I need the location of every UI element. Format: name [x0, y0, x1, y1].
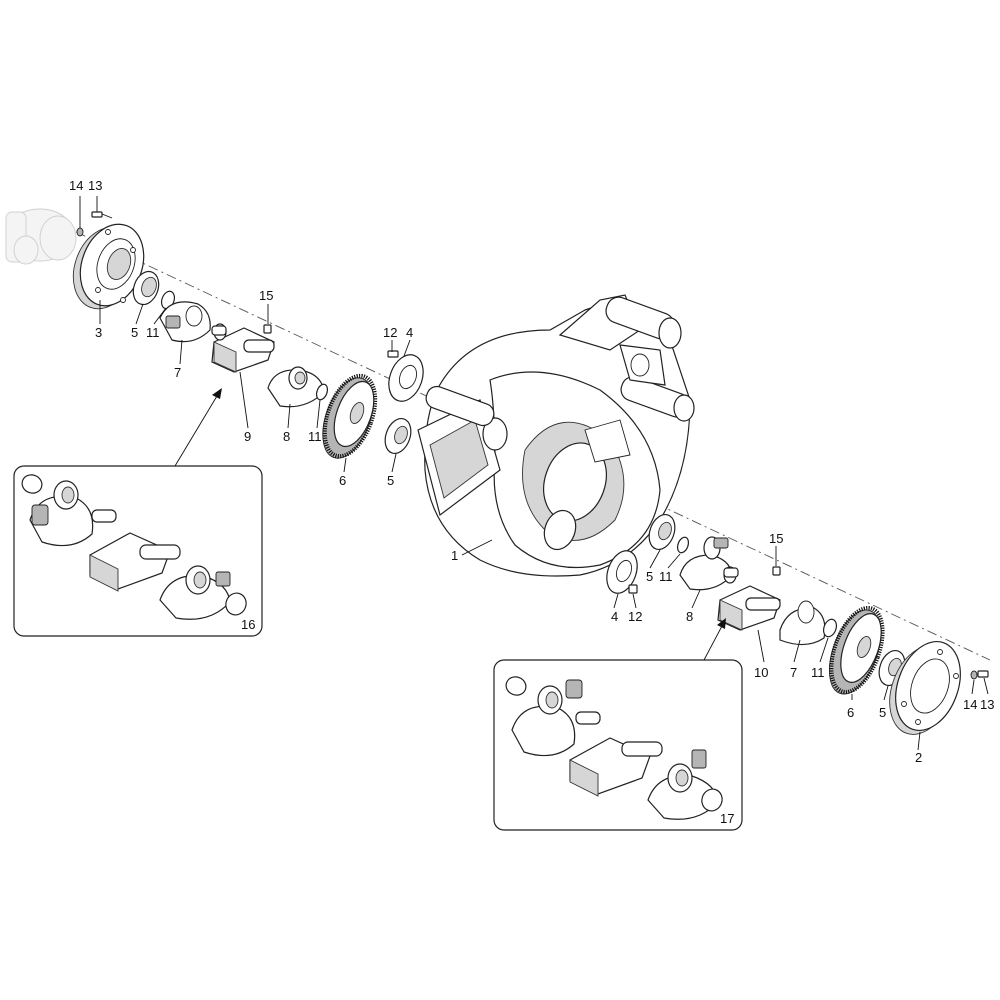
leader-lines — [79, 196, 989, 751]
inset-17-detail — [493, 659, 743, 831]
label-4-upper: 4 — [406, 325, 413, 340]
part-3-cover-flange — [72, 223, 145, 310]
part-1-housing — [417, 294, 695, 577]
part-8-shell-left — [267, 366, 325, 408]
part-15-plug-right — [772, 566, 781, 576]
part-11-circlip-mid — [315, 383, 329, 401]
label-12-lower: 12 — [628, 609, 642, 624]
part-4-disc-upper — [388, 354, 424, 402]
label-5-right: 5 — [646, 569, 653, 584]
part-13-screw-left — [91, 211, 113, 219]
label-1: 1 — [451, 548, 458, 563]
part-12-screw-upper — [387, 350, 399, 358]
part-15-plug-left — [263, 324, 272, 334]
label-7-left: 7 — [174, 365, 181, 380]
part-14-washer-right — [970, 670, 978, 680]
part-11-circlip-right — [676, 536, 690, 554]
label-13-left: 13 — [88, 178, 102, 193]
part-8-shell-right — [679, 536, 733, 591]
part-5-bearing-right — [648, 513, 676, 551]
motor-ghost — [5, 208, 77, 265]
label-4-lower: 4 — [611, 609, 618, 624]
inset-17-arrow — [703, 618, 726, 661]
part-4-disc-lower — [606, 550, 638, 594]
label-13-right: 13 — [980, 697, 994, 712]
label-5-mid: 5 — [387, 473, 394, 488]
label-7-right: 7 — [790, 665, 797, 680]
label-11-mid: 11 — [308, 429, 322, 444]
callout-labels: 14 13 3 5 11 7 15 9 8 11 6 12 4 5 1 5 11… — [69, 178, 994, 826]
label-6-right: 6 — [847, 705, 854, 720]
part-2-cover-flange — [889, 640, 961, 735]
label-10: 10 — [754, 665, 768, 680]
part-5-bearing-mid — [384, 417, 412, 455]
label-14-right: 14 — [963, 697, 977, 712]
label-8-left: 8 — [283, 429, 290, 444]
label-11-far: 11 — [811, 665, 825, 680]
inset-16-arrow — [174, 388, 222, 467]
label-11-left: 11 — [146, 325, 160, 340]
part-14-washer-left — [76, 227, 84, 237]
label-17: 17 — [720, 811, 734, 826]
label-12-upper: 12 — [383, 325, 397, 340]
part-11-circlip-far — [822, 618, 838, 638]
label-3: 3 — [95, 325, 102, 340]
label-15-right: 15 — [769, 531, 783, 546]
label-5-far: 5 — [879, 705, 886, 720]
part-6-gear-right — [828, 605, 885, 695]
inset-16-detail — [13, 465, 263, 637]
label-14-left: 14 — [69, 178, 83, 193]
label-9: 9 — [244, 429, 251, 444]
part-7-shell-right — [779, 600, 826, 646]
part-5-bearing-left — [132, 270, 160, 306]
label-5-left: 5 — [131, 325, 138, 340]
part-10-crank-right — [717, 566, 781, 631]
label-2: 2 — [915, 750, 922, 765]
label-6-left: 6 — [339, 473, 346, 488]
part-13-screw-right — [977, 670, 989, 678]
part-12-screw-lower — [628, 584, 638, 594]
part-9-crank-left — [211, 323, 275, 373]
label-15-left: 15 — [259, 288, 273, 303]
label-11-right: 11 — [659, 569, 673, 584]
part-6-gear-left — [322, 373, 378, 459]
label-8-right: 8 — [686, 609, 693, 624]
part-7-shell-left — [159, 301, 211, 343]
label-16: 16 — [241, 617, 255, 632]
